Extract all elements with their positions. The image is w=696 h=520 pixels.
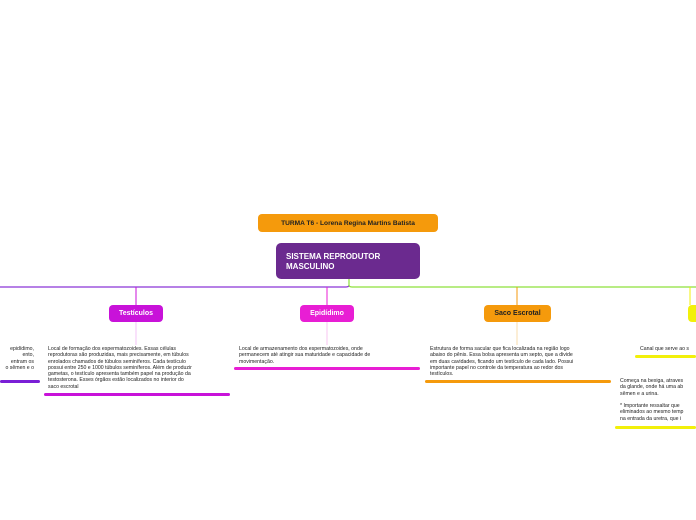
- underline-right-bottom: [615, 426, 696, 429]
- note-left-fragment: epidídimo, ento, entram os o sêmen e o: [5, 346, 34, 371]
- title-badge: TURMA T6 - Lorena Regina Martins Batista: [258, 214, 438, 232]
- note-epididimo: Local de armazenamento dos espermatozoid…: [239, 346, 371, 365]
- root-node[interactable]: SISTEMA REPRODUTOR MASCULINO: [276, 243, 420, 279]
- node-epididimo[interactable]: Epidídimo: [300, 305, 354, 322]
- connector-left-branch: [0, 284, 350, 288]
- note-right-bottom: Começa na bexiga, atraves da glande, ond…: [620, 378, 684, 422]
- root-label-line1: SISTEMA REPRODUTOR: [286, 252, 381, 261]
- root-label-line2: MASCULINO: [286, 262, 335, 271]
- underline-saco-escrotal: [425, 380, 611, 383]
- underline-right-top: [635, 355, 696, 358]
- note-right-top: Canal que serve ao s: [640, 346, 690, 352]
- node-saco-escrotal[interactable]: Saco Escrotal: [484, 305, 551, 322]
- note-testiculos: Local de formação dos espermatozoides. E…: [48, 346, 192, 390]
- title-badge-label: TURMA T6 - Lorena Regina Martins Batista: [281, 219, 415, 227]
- underline-left: [0, 380, 40, 383]
- connector-right-branch: [348, 284, 696, 288]
- node-epididimo-label: Epidídimo: [310, 310, 344, 317]
- node-right-cut[interactable]: [688, 305, 696, 322]
- node-testiculos-label: Testículos: [118, 310, 154, 317]
- underline-testiculos: [44, 393, 230, 396]
- node-saco-escrotal-label: Saco Escrotal: [494, 310, 541, 317]
- node-testiculos[interactable]: Testículos: [109, 305, 163, 322]
- underline-epididimo: [234, 367, 420, 370]
- note-saco-escrotal: Estrutura de forma sacular que fica loca…: [430, 346, 574, 378]
